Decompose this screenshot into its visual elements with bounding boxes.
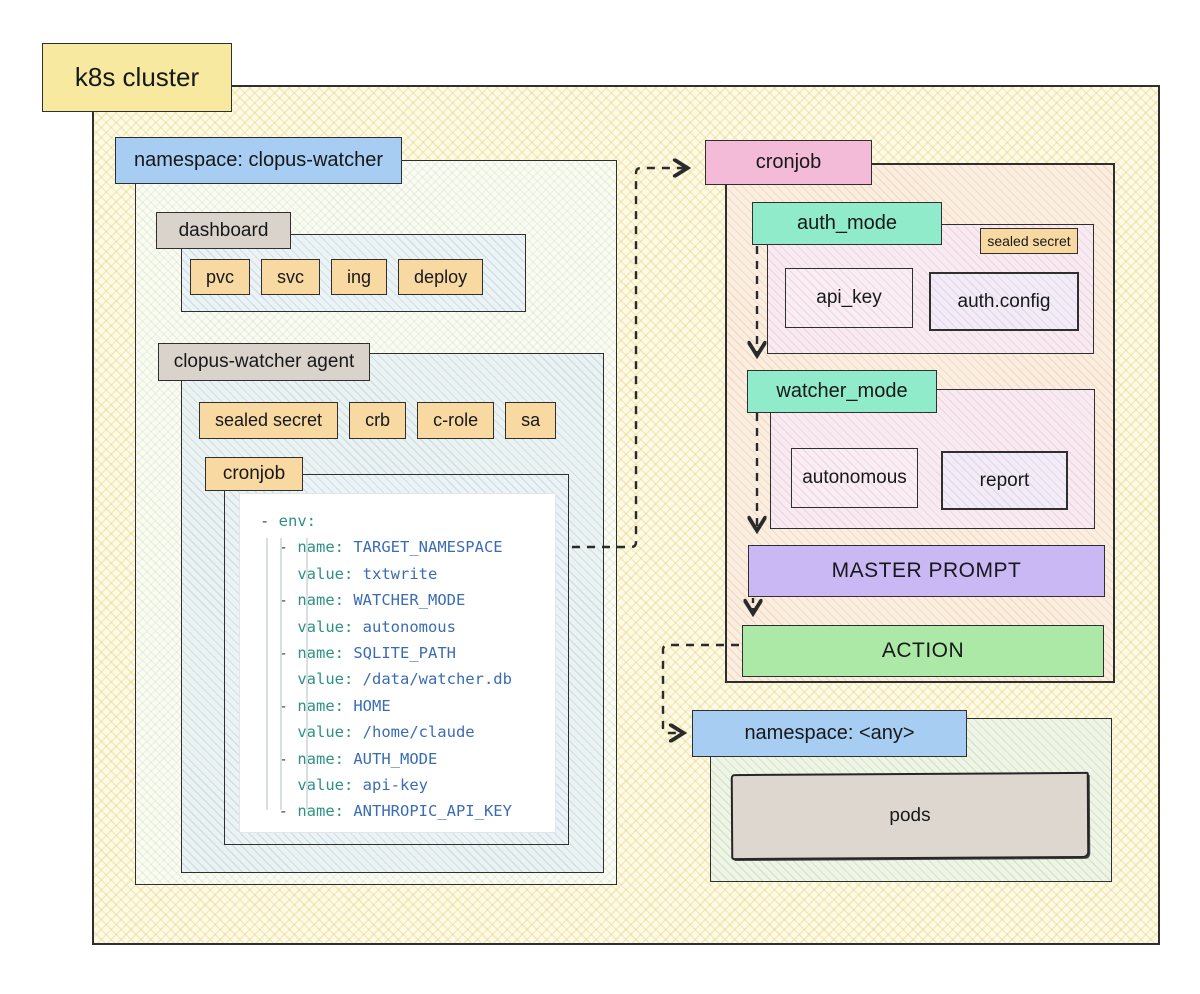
cluster-label: k8s cluster — [42, 43, 232, 112]
code-line: - name: SQLITE_PATH — [260, 644, 456, 663]
pods-text: pods — [889, 804, 931, 827]
indent-guide — [306, 538, 308, 810]
master-prompt-text: MASTER PROMPT — [831, 559, 1022, 582]
namespace-clopus-watcher-label: namespace: clopus-watcher — [115, 137, 402, 184]
namespace-label-text: namespace: clopus-watcher — [133, 149, 383, 171]
agent-label-text: clopus-watcher agent — [173, 351, 355, 372]
watcher-mode-label-text: watcher_mode — [776, 380, 908, 402]
code-line: - name: ANTHROPIC_API_KEY — [260, 802, 512, 821]
pipeline-cronjob-box: sealed secret api_key auth.config auth_m… — [725, 163, 1115, 683]
watcher-mode-label: watcher_mode — [747, 370, 937, 413]
autonomous-text: autonomous — [802, 467, 907, 488]
indent-guide — [280, 538, 282, 810]
code-line: value: /data/watcher.db — [297, 670, 512, 689]
indent-guide — [266, 538, 268, 810]
code-line: - name: HOME — [260, 696, 391, 715]
action-box: ACTION — [742, 625, 1104, 677]
sealed-secret-badge-text: sealed secret — [987, 233, 1071, 249]
dashboard-label: dashboard — [156, 212, 291, 249]
namespace-any-label-text: namespace: <any> — [744, 722, 915, 744]
namespace-any-label: namespace: <any> — [692, 710, 967, 757]
auth-config-text: auth.config — [957, 290, 1051, 312]
action-text: ACTION — [881, 639, 965, 662]
agent-cronjob-label: cronjob — [205, 457, 303, 491]
watcher-option-autonomous: autonomous — [791, 448, 918, 508]
agent-resource-chip: sealed secret — [199, 402, 339, 439]
dashboard-resource-chip: pvc — [190, 259, 251, 295]
code-line: value: autonomous — [297, 617, 456, 636]
watcher-option-report: report — [941, 451, 1068, 510]
pipeline-cronjob-label-text: cronjob — [755, 151, 822, 173]
auth-option-api-key: api_key — [785, 268, 913, 328]
code-line: value: /home/claude — [297, 723, 475, 742]
agent-cronjob-box: - env: - name: TARGET_NAMESPACE value: t… — [224, 474, 569, 845]
auth-option-auth-config: auth.config — [929, 272, 1079, 331]
dashboard-resource-chip: deploy — [398, 259, 484, 295]
report-text: report — [979, 469, 1030, 491]
agent-resource-chip: sa — [505, 402, 557, 439]
code-line: value: api-key — [297, 776, 428, 795]
env-code-block: - env: - name: TARGET_NAMESPACE value: t… — [239, 493, 556, 833]
agent-box: sealed secret crb c-role sa - env: - name: … — [181, 353, 604, 873]
agent-resource-chip: crb — [349, 402, 407, 439]
agent-resource-chip: c-role — [417, 402, 495, 439]
dashboard-label-text: dashboard — [178, 219, 269, 241]
dashboard-resource-chip: ing — [331, 259, 388, 295]
agent-label: clopus-watcher agent — [158, 343, 370, 381]
dashboard-resource-chip: svc — [261, 259, 321, 295]
code-line: - name: AUTH_MODE — [260, 749, 438, 768]
pods-box: pods — [730, 771, 1090, 861]
code-line: - name: WATCHER_MODE — [260, 591, 466, 610]
code-line: value: txtwrite — [297, 564, 438, 583]
sealed-secret-badge: sealed secret — [980, 228, 1078, 254]
pipeline-cronjob-label: cronjob — [705, 140, 872, 185]
master-prompt-box: MASTER PROMPT — [748, 545, 1105, 597]
cluster-label-text: k8s cluster — [74, 62, 200, 92]
auth-mode-label: auth_mode — [752, 202, 942, 245]
auth-mode-label-text: auth_mode — [796, 212, 898, 234]
api-key-text: api_key — [816, 287, 882, 308]
code-line: - env: — [260, 512, 316, 530]
code-line: - name: TARGET_NAMESPACE — [260, 538, 503, 557]
agent-resources: sealed secret crb c-role sa — [199, 402, 557, 439]
auth-mode-box: sealed secret api_key auth.config — [767, 224, 1094, 354]
agent-cronjob-label-text: cronjob — [222, 463, 286, 484]
